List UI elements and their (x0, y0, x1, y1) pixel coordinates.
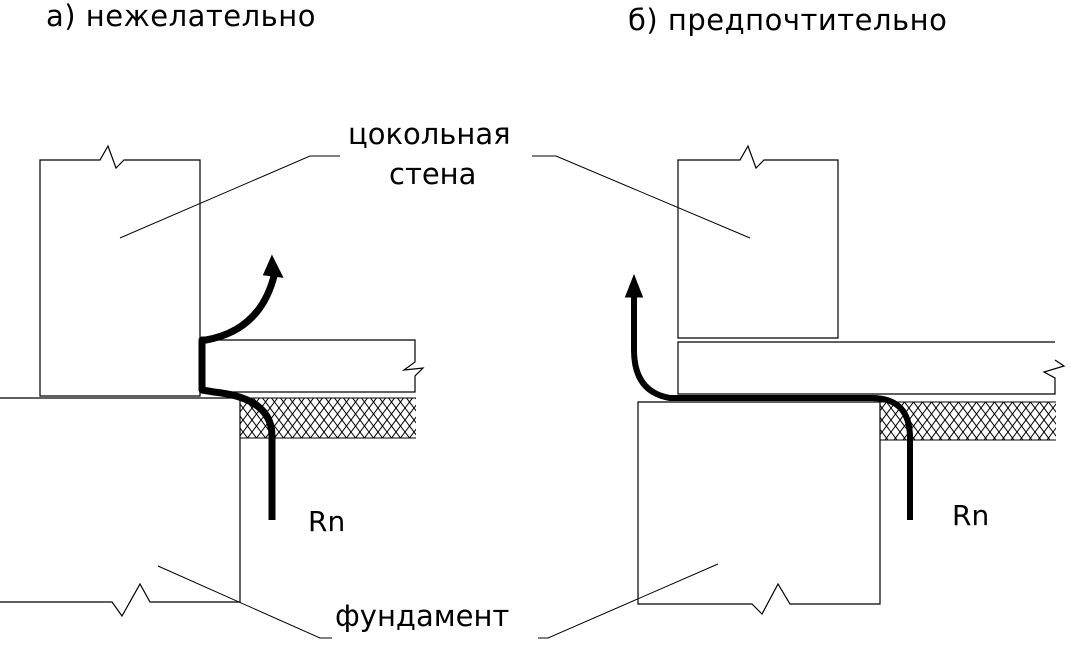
wall-callout-line1: цокольная (348, 117, 511, 151)
left-floor-slab (205, 339, 425, 393)
wall-leader-left (119, 155, 340, 239)
left-foundation-block (0, 397, 241, 618)
wall-callout-line2: стена (389, 157, 477, 191)
arrow-up-icon (262, 254, 284, 278)
right-floor-slab (677, 341, 1066, 395)
wall-leader-right (532, 155, 751, 239)
right-rn-label: Rn (952, 499, 990, 532)
right-radon-flow-path (631, 292, 913, 520)
leader-lines (119, 155, 751, 639)
right-panel-title: б) предпочтительно (628, 3, 948, 37)
arrow-up-icon (624, 273, 644, 298)
foundation-leader-right (538, 563, 719, 639)
right-wall-block (677, 144, 839, 339)
left-panel-title: а) нежелательно (46, 0, 316, 33)
left-rn-label: Rn (308, 505, 346, 538)
left-wall-block (39, 144, 201, 397)
left-panel (0, 144, 425, 618)
right-panel (624, 144, 1066, 615)
left-radon-flow-path (198, 271, 279, 520)
right-foundation-block (637, 401, 881, 615)
foundation-leader-left (157, 565, 332, 639)
foundation-callout: фундамент (335, 599, 510, 633)
